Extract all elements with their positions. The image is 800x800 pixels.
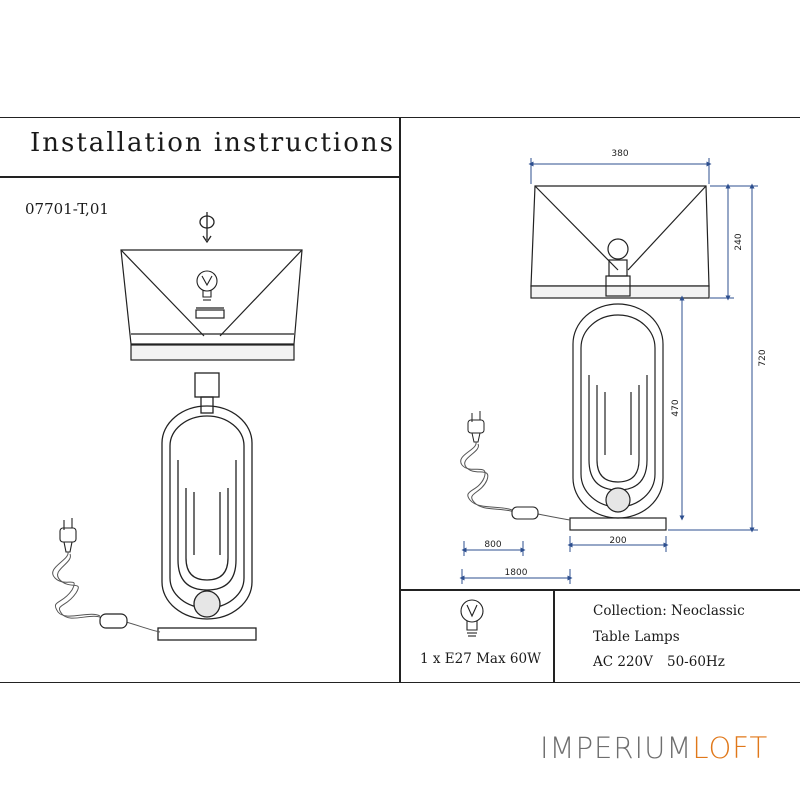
- rotate-arrow-icon: [199, 212, 215, 244]
- dim-body-height: 470: [671, 399, 681, 416]
- spec-table-divider: [553, 589, 555, 683]
- brand-logo: IMPERIUMLOFT: [540, 731, 769, 765]
- spec-table-top: [400, 589, 800, 591]
- dimension-lines: [459, 158, 758, 584]
- bulb-spec-icon: [460, 599, 484, 637]
- lamp-body-drawing: [157, 372, 257, 641]
- dim-cord-switch: 800: [484, 540, 501, 550]
- dimension-lamp-drawing: [530, 185, 710, 531]
- light-bulb-icon: [196, 270, 218, 301]
- dim-total-height: 720: [758, 349, 768, 366]
- voltage-label: AC 220V: [593, 654, 653, 670]
- cord-switch-icon: [99, 613, 128, 629]
- lampshade-drawing: [120, 249, 303, 361]
- collection-label: Collection: Neoclassic: [593, 603, 745, 619]
- power-cord-drawing: [52, 551, 161, 633]
- frequency-label: 50-60Hz: [667, 654, 725, 670]
- title-underline: [0, 176, 400, 178]
- dim-base-width: 200: [609, 536, 626, 546]
- plug-icon-small: [467, 411, 485, 443]
- center-divider: [399, 117, 401, 683]
- product-type: Table Lamps: [593, 629, 680, 645]
- dim-shade-width: 380: [611, 149, 628, 159]
- page-title: Installation instructions: [30, 128, 395, 158]
- power-cord-drawing-right: [460, 441, 571, 521]
- bulb-spec: 1 x E27 Max 60W: [420, 651, 541, 667]
- dim-cord-length: 1800: [505, 568, 528, 578]
- model-number: 07701-T,01: [25, 200, 109, 218]
- dim-shade-height: 240: [734, 233, 744, 250]
- plug-icon: [59, 518, 77, 553]
- cord-switch-icon-right: [511, 506, 539, 520]
